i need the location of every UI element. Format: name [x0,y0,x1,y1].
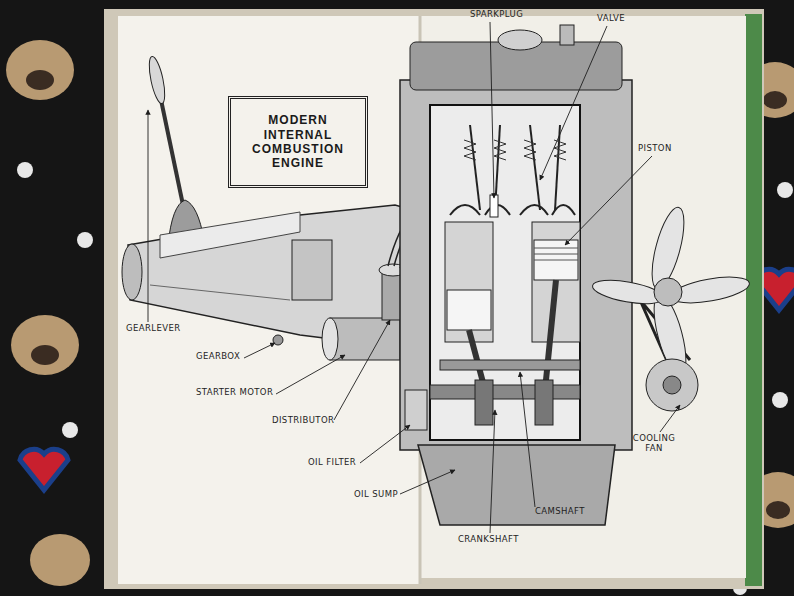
pug-face [30,534,90,586]
crank-pulley [646,359,698,411]
leader-line [148,110,149,322]
cooling-fan [591,204,751,411]
valve-stem [555,125,560,210]
crankshaft [430,385,580,399]
leader-line [490,410,495,533]
pug-face [11,315,79,375]
valve-stem [530,125,540,210]
paw-print [772,392,788,408]
piston-rings [534,248,578,260]
spark-plug [490,195,498,217]
starter-body [330,318,400,360]
gear-lever [146,55,204,245]
lever-stick [160,95,183,205]
part-label: OIL SUMP [354,490,398,500]
green-cover-edge [745,14,762,586]
piston [447,290,491,330]
paw-print [17,162,33,178]
gearbox-rib [150,285,290,300]
leader-line [334,320,390,420]
left-page [118,16,420,584]
part-label: PISTON [638,144,672,154]
leader-line [244,343,275,358]
starter-motor [322,318,400,360]
gearbox-end [122,244,142,300]
leader-lines [148,22,680,533]
part-label: GEARLEVER [126,324,180,334]
part-label: SPARKPLUG [470,10,523,20]
title-frame: MODERN INTERNAL COMBUSTION ENGINE [228,96,368,188]
pug-muzzle [31,345,59,365]
pulley-hub [663,376,681,394]
paw-print [62,422,78,438]
crank-web [475,380,493,425]
diagram-title: MODERN INTERNAL COMBUSTION ENGINE [248,113,348,171]
part-label: CRANKSHAFT [458,535,519,545]
block-casting [400,80,632,450]
engine-block [400,25,632,525]
leader-line [360,425,410,463]
leader-line [400,470,455,494]
gearbox-top [160,212,300,258]
lever-knob [146,55,168,104]
combustion-chamber [450,205,575,215]
oil-filler-cap [498,30,542,50]
camshaft [440,360,580,370]
crank-web [535,380,553,425]
valve-stem [470,125,480,210]
pug-muzzle [763,91,787,109]
leader-line [276,355,345,394]
part-label: OIL FILTER [308,458,356,468]
leader-line [520,372,535,507]
gearbox-mount [292,240,332,300]
part-label: GEARBOX [196,352,240,362]
paw-print [777,182,793,198]
leader-line [660,405,680,432]
leader-line [565,156,652,245]
breather [560,25,574,45]
paw-print [77,232,93,248]
cutaway [430,105,580,440]
part-label: COOLING FAN [632,434,676,454]
pug-muzzle [26,70,54,90]
connecting-rod [469,280,556,390]
leader-line [540,26,607,180]
starter-end [322,318,338,360]
union-jack-heart [20,449,68,490]
part-label: DISTRIBUTOR [272,416,334,426]
cylinder [445,222,493,342]
pug-face [6,40,74,100]
part-label: VALVE [597,14,625,24]
leader-line [490,22,494,198]
valve-spring [494,140,566,160]
pug-muzzle [766,501,790,519]
oil-sump [418,445,615,525]
book-cover [104,9,764,589]
piston [534,240,578,280]
part-label: STARTER MOTOR [196,388,273,398]
fan-hub [654,278,682,306]
part-label: CAMSHAFT [535,507,585,517]
oil-filter [405,390,427,430]
